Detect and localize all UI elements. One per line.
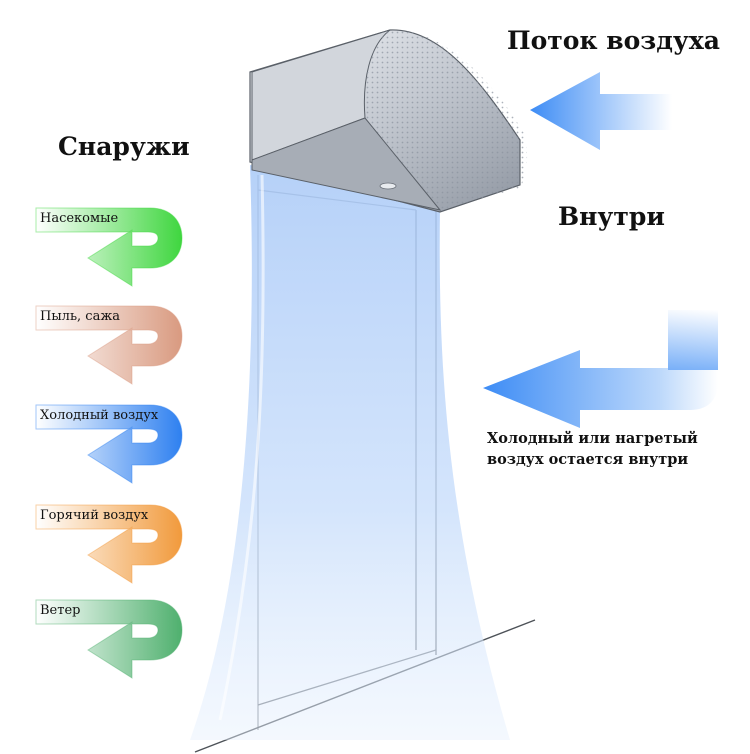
outside-heading: Снаружи: [58, 132, 190, 161]
airflow-arrow: [530, 72, 672, 150]
air-curtain-highlight: [218, 174, 265, 721]
retained-air-note: Холодный или нагретый воздух остается вн…: [487, 428, 698, 470]
airflow-heading: Поток воздуха: [507, 26, 720, 55]
outside-item-label-2: Пыль, сажа: [40, 309, 121, 324]
outside-item-label-3: Холодный воздух: [40, 408, 159, 423]
outside-arrow-4: [35, 504, 183, 584]
outside-arrow-3: [35, 404, 183, 484]
air-curtain-flow: [190, 165, 510, 740]
outside-item-label-4: Горячий воздух: [40, 508, 149, 523]
outside-item-label-5: Ветер: [40, 603, 81, 618]
note-line-1: Холодный или нагретый: [487, 430, 698, 447]
inside-return-arrow-top: [668, 310, 718, 370]
note-line-2: воздух остается внутри: [487, 451, 689, 468]
outside-arrow-1: [35, 207, 183, 287]
outside-arrow-2: [35, 305, 183, 385]
inside-return-arrow: [483, 310, 718, 428]
outside-item-label-1: Насекомые: [40, 211, 119, 226]
outside-arrow-5: [35, 599, 183, 679]
inside-heading: Внутри: [558, 202, 665, 231]
outside-arrows: [35, 207, 183, 679]
air-curtain-unit: [249, 29, 528, 213]
